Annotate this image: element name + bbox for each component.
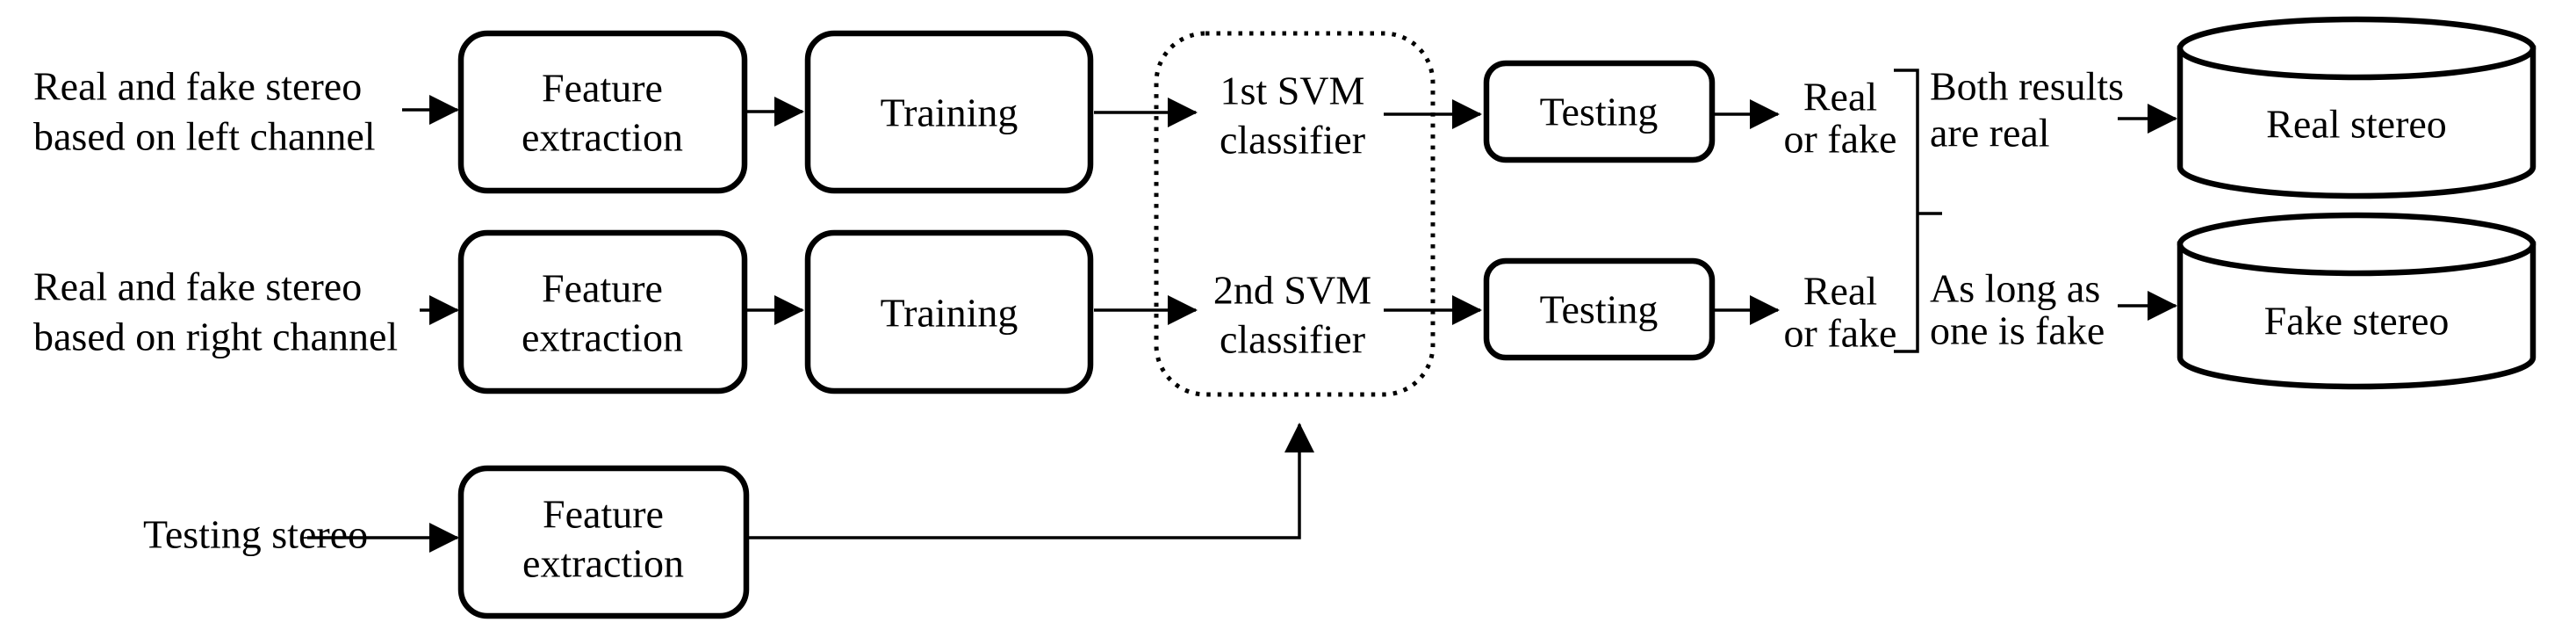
feature-extraction-testing-line1: Feature bbox=[543, 492, 664, 537]
combining-bracket bbox=[1894, 69, 1919, 353]
fake-cylinder-body bbox=[2177, 241, 2536, 390]
feature-extraction-box-right bbox=[457, 229, 748, 394]
decision-bracket-group: Both results are real As long as one is … bbox=[1894, 64, 2177, 353]
real-store-label: Real stereo bbox=[2266, 102, 2447, 147]
real-cylinder-top bbox=[2177, 16, 2536, 81]
input-testing-label: Testing stereo bbox=[143, 512, 368, 557]
fake-stereo-store: Fake stereo bbox=[2177, 212, 2536, 390]
testing-label-2: Testing bbox=[1540, 287, 1659, 332]
result2-line2: or fake bbox=[1784, 311, 1897, 356]
feature-extraction-testing-line2: extraction bbox=[522, 541, 684, 586]
input-right-line1: Real and fake stereo bbox=[33, 264, 362, 309]
real-stereo-store: Real stereo bbox=[2177, 16, 2536, 199]
testing-box-2 bbox=[1483, 257, 1716, 361]
svm-classifier-group: 1st SVM classifier 2nd SVM classifier bbox=[1154, 31, 1436, 397]
result1-line2: or fake bbox=[1784, 117, 1897, 162]
feature-extraction-left-line2: extraction bbox=[522, 115, 683, 160]
connector-feature-to-svm-container bbox=[748, 423, 1314, 539]
training-box-2 bbox=[804, 229, 1094, 394]
input-right-line2: based on right channel bbox=[33, 315, 398, 359]
row-right-channel: Real and fake stereo based on right chan… bbox=[33, 229, 1198, 394]
testing-stage: Testing Testing Real or fake Real or fak… bbox=[1384, 60, 1897, 361]
decision-both-real-line1: Both results bbox=[1930, 64, 2124, 109]
input-left-line1: Real and fake stereo bbox=[33, 64, 362, 109]
row-left-channel: Real and fake stereo based on left chann… bbox=[33, 30, 1198, 194]
svm-dotted-container bbox=[1154, 31, 1436, 397]
testing-box-1 bbox=[1483, 60, 1716, 163]
svm1-line1: 1st SVM bbox=[1220, 69, 1365, 113]
feature-extraction-right-line1: Feature bbox=[542, 266, 663, 311]
row-testing-stereo: Testing stereo Feature extraction bbox=[143, 423, 1314, 619]
result1-line1: Real bbox=[1803, 75, 1877, 119]
training-label-1: Training bbox=[881, 90, 1018, 135]
input-left-line2: based on left channel bbox=[33, 114, 376, 159]
training-box-1 bbox=[804, 30, 1094, 194]
result2-line1: Real bbox=[1803, 269, 1877, 314]
feature-extraction-left-line1: Feature bbox=[542, 66, 663, 111]
feature-extraction-box-left bbox=[457, 30, 748, 194]
feature-extraction-box-testing bbox=[457, 465, 750, 619]
real-cylinder-body bbox=[2177, 45, 2536, 199]
svm2-line1: 2nd SVM bbox=[1213, 268, 1371, 313]
decision-one-fake-line1: As long as bbox=[1930, 266, 2100, 311]
testing-label-1: Testing bbox=[1540, 90, 1659, 134]
decision-one-fake-line2: one is fake bbox=[1930, 308, 2105, 353]
training-label-2: Training bbox=[881, 291, 1018, 336]
feature-extraction-right-line2: extraction bbox=[522, 315, 683, 360]
svm2-line2: classifier bbox=[1220, 317, 1365, 362]
decision-both-real-line2: are real bbox=[1930, 111, 2050, 156]
svm1-line2: classifier bbox=[1220, 118, 1365, 163]
fake-cylinder-top bbox=[2177, 212, 2536, 277]
fake-store-label: Fake stereo bbox=[2264, 299, 2450, 344]
